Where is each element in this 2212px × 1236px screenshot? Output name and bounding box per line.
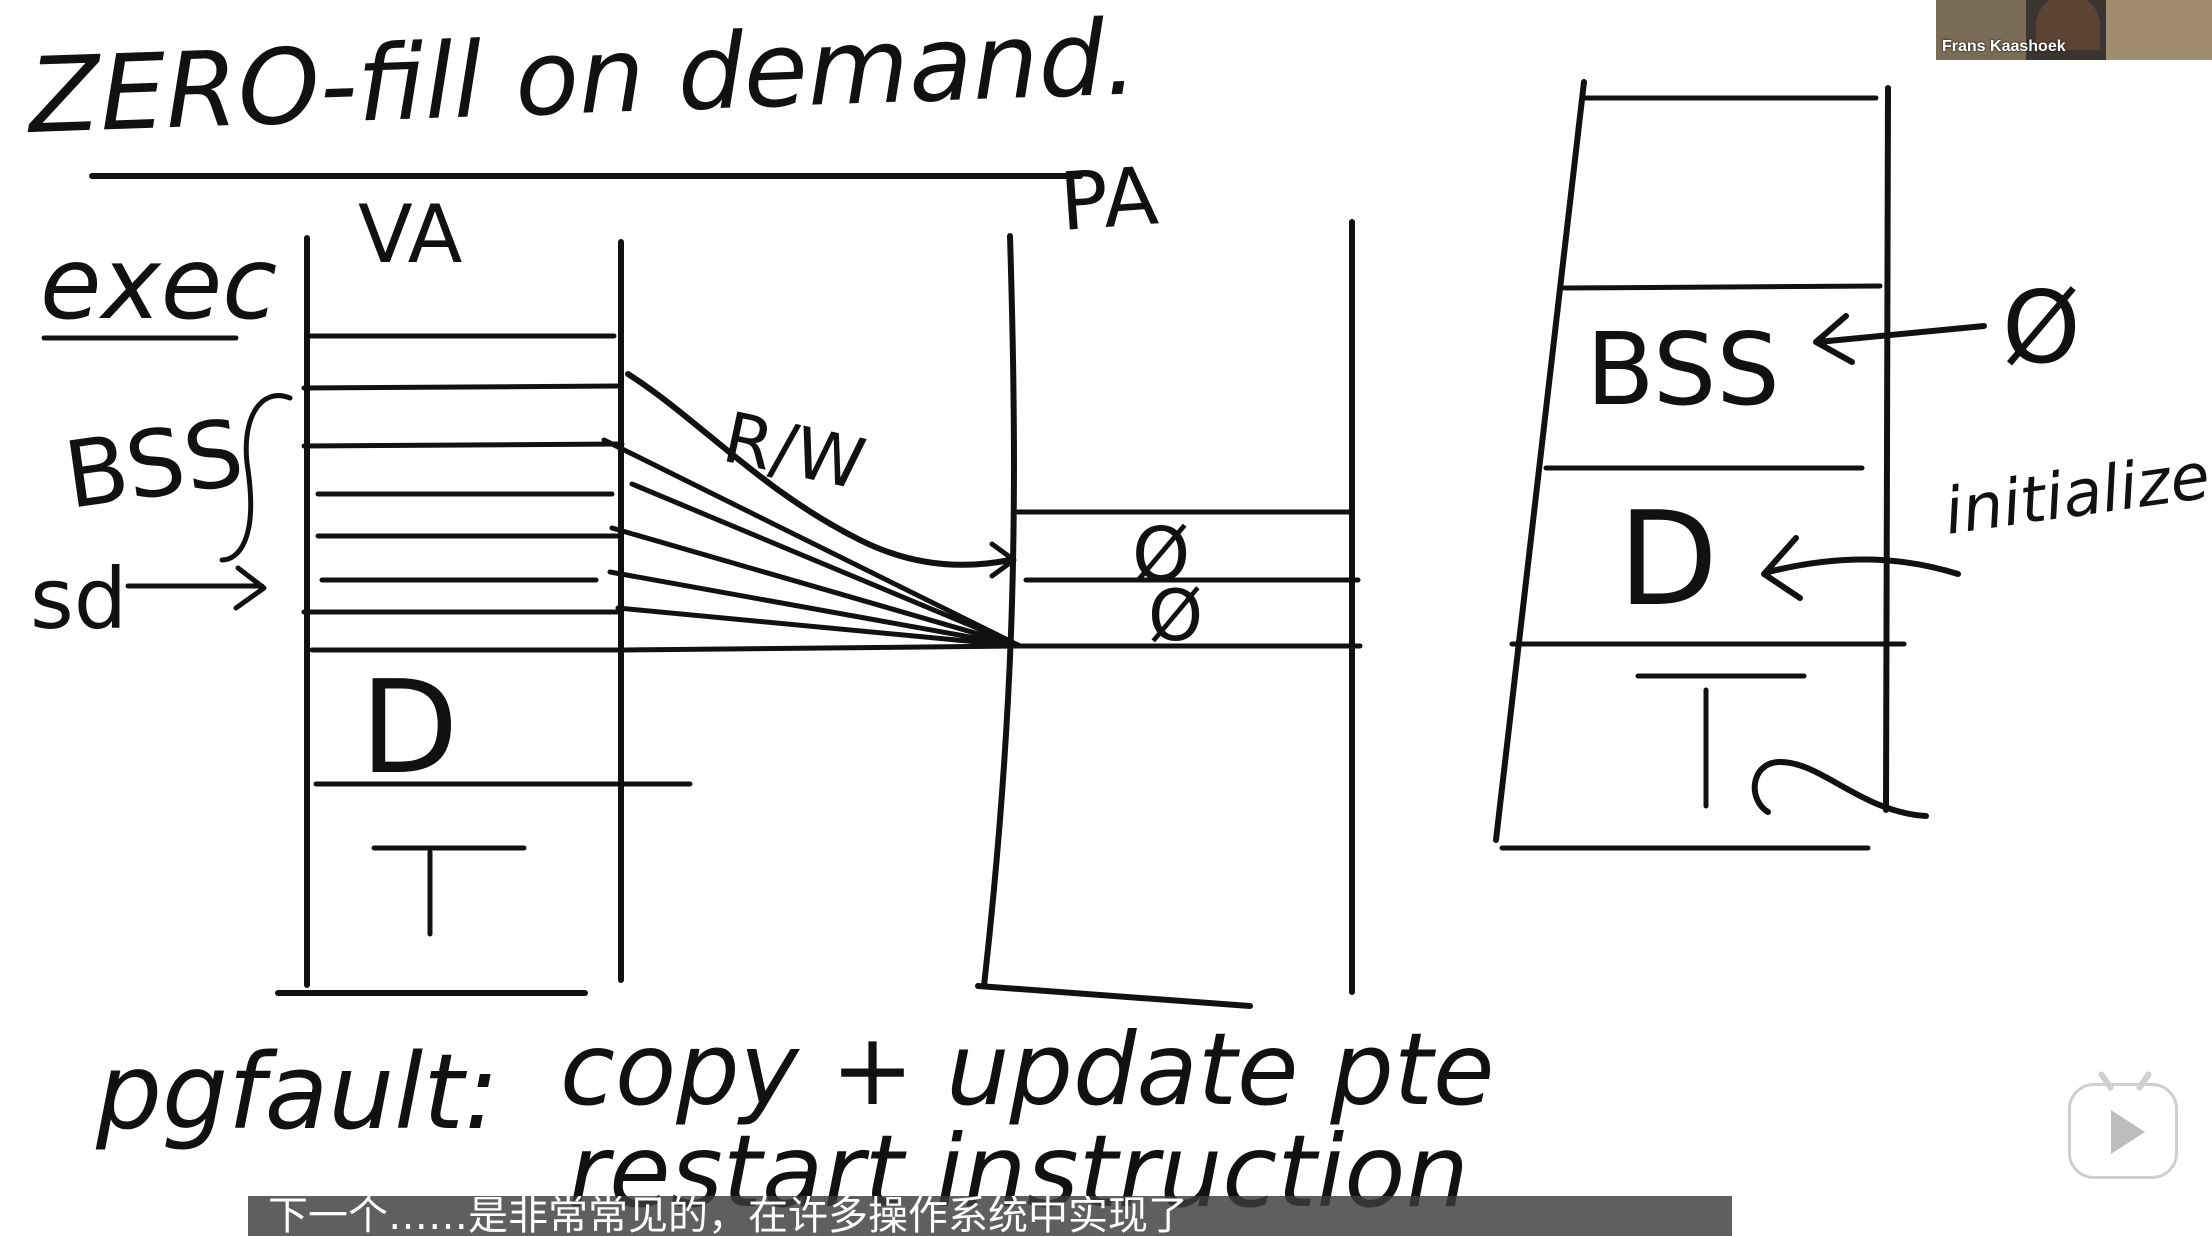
mapping-arrow-7 [621,643,1023,653]
file-left-border [1493,79,1587,843]
mapping-arrow-6 [615,605,1023,649]
rw-label: R/W [716,396,871,506]
mapping-arrow-1 [625,371,1013,568]
webcam-background [1936,0,2026,60]
zero-right-label: Ø [2002,269,2081,386]
mapping-arrow-5 [607,569,1023,649]
va-label: VA [358,188,463,281]
bss-brace [219,393,293,563]
speaker-avatar [2036,0,2100,50]
sd-arrow [125,565,267,611]
initialized-label: initialized [1940,434,2212,550]
play-icon [2111,1110,2145,1154]
title: ZERO-fill on demand. [24,0,1140,157]
pa-left-border [981,233,1017,989]
file-line-1 [1561,283,1883,291]
sd-label: sd [30,550,127,648]
speaker-name: Frans Kaashoek [1942,38,2066,55]
va-line-3 [301,441,625,449]
pgfault-label: pgfault: [95,1031,499,1153]
exec-label: exec [40,225,277,342]
bss-left-label: BSS [58,399,249,530]
mapping-arrow-2 [601,437,1023,649]
subtitle-bar: 下一个……是非常常见的，在许多操作系统中实现了 [248,1196,1732,1236]
pa-bottom [975,983,1253,1009]
mapping-arrow-3 [629,481,1023,649]
webcam-overlay: Frans Kaashoek [1936,0,2212,60]
bss-arrow [1813,313,1987,365]
va-data-label: D [360,654,459,803]
file-data-label: D [1618,483,1718,635]
mapping-arrow-4 [609,525,1023,649]
va-line-2 [301,383,621,391]
pa-zero-1: Ø [1132,512,1190,598]
video-player-button[interactable] [2068,1070,2178,1179]
file-bss-label: BSS [1586,311,1780,428]
file-right-border [1883,85,1891,813]
pa-zero-2: Ø [1148,575,1203,657]
data-arrow [1761,535,1961,601]
webcam-background-right [2106,0,2212,60]
text-arrow [1751,758,1929,819]
pa-label: PA [1057,149,1161,249]
note-line-1: copy + update pte [560,1011,1495,1128]
